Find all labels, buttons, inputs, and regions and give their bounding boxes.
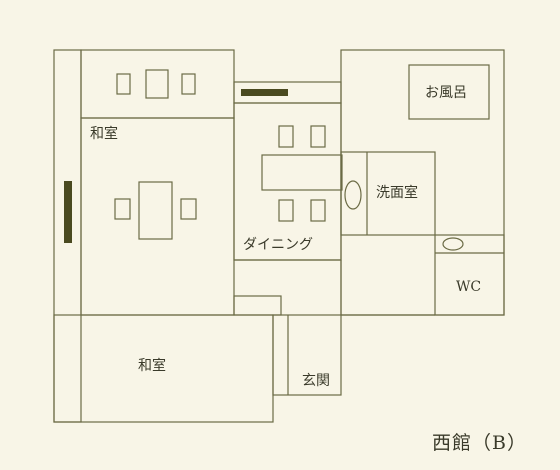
tv-icon xyxy=(241,89,288,96)
entrance-room xyxy=(272,314,342,396)
chair-icon xyxy=(116,73,131,95)
right-wing xyxy=(340,49,505,316)
dining-label: ダイニング xyxy=(243,237,313,253)
chair-icon xyxy=(278,199,294,222)
table-icon xyxy=(145,69,169,99)
wc-label: WC xyxy=(456,279,482,295)
table-icon xyxy=(138,181,173,240)
window-bar-icon xyxy=(64,181,72,243)
hall-step xyxy=(233,295,282,316)
entrance-label: 玄関 xyxy=(302,373,330,389)
bath-label: お風呂 xyxy=(425,85,467,101)
chair-icon xyxy=(310,199,326,222)
toilet-icon xyxy=(442,237,464,251)
dining-table-icon xyxy=(261,154,343,191)
chair-icon xyxy=(181,73,196,95)
building-title: 西館（B） xyxy=(432,432,527,454)
wc-room xyxy=(434,234,505,316)
washitsu-upper-closet xyxy=(80,49,235,119)
washroom-label: 洗面室 xyxy=(376,185,418,201)
chair-icon xyxy=(310,125,326,148)
washitsu-upper-label: 和室 xyxy=(90,126,118,142)
washitsu-lower-label: 和室 xyxy=(138,358,166,374)
chair-icon xyxy=(278,125,294,148)
sink-icon xyxy=(344,180,362,210)
washitsu-upper-room xyxy=(80,117,235,316)
chair-icon xyxy=(114,198,131,220)
chair-icon xyxy=(180,198,197,220)
washroom xyxy=(340,151,436,236)
bath-room xyxy=(408,64,490,120)
